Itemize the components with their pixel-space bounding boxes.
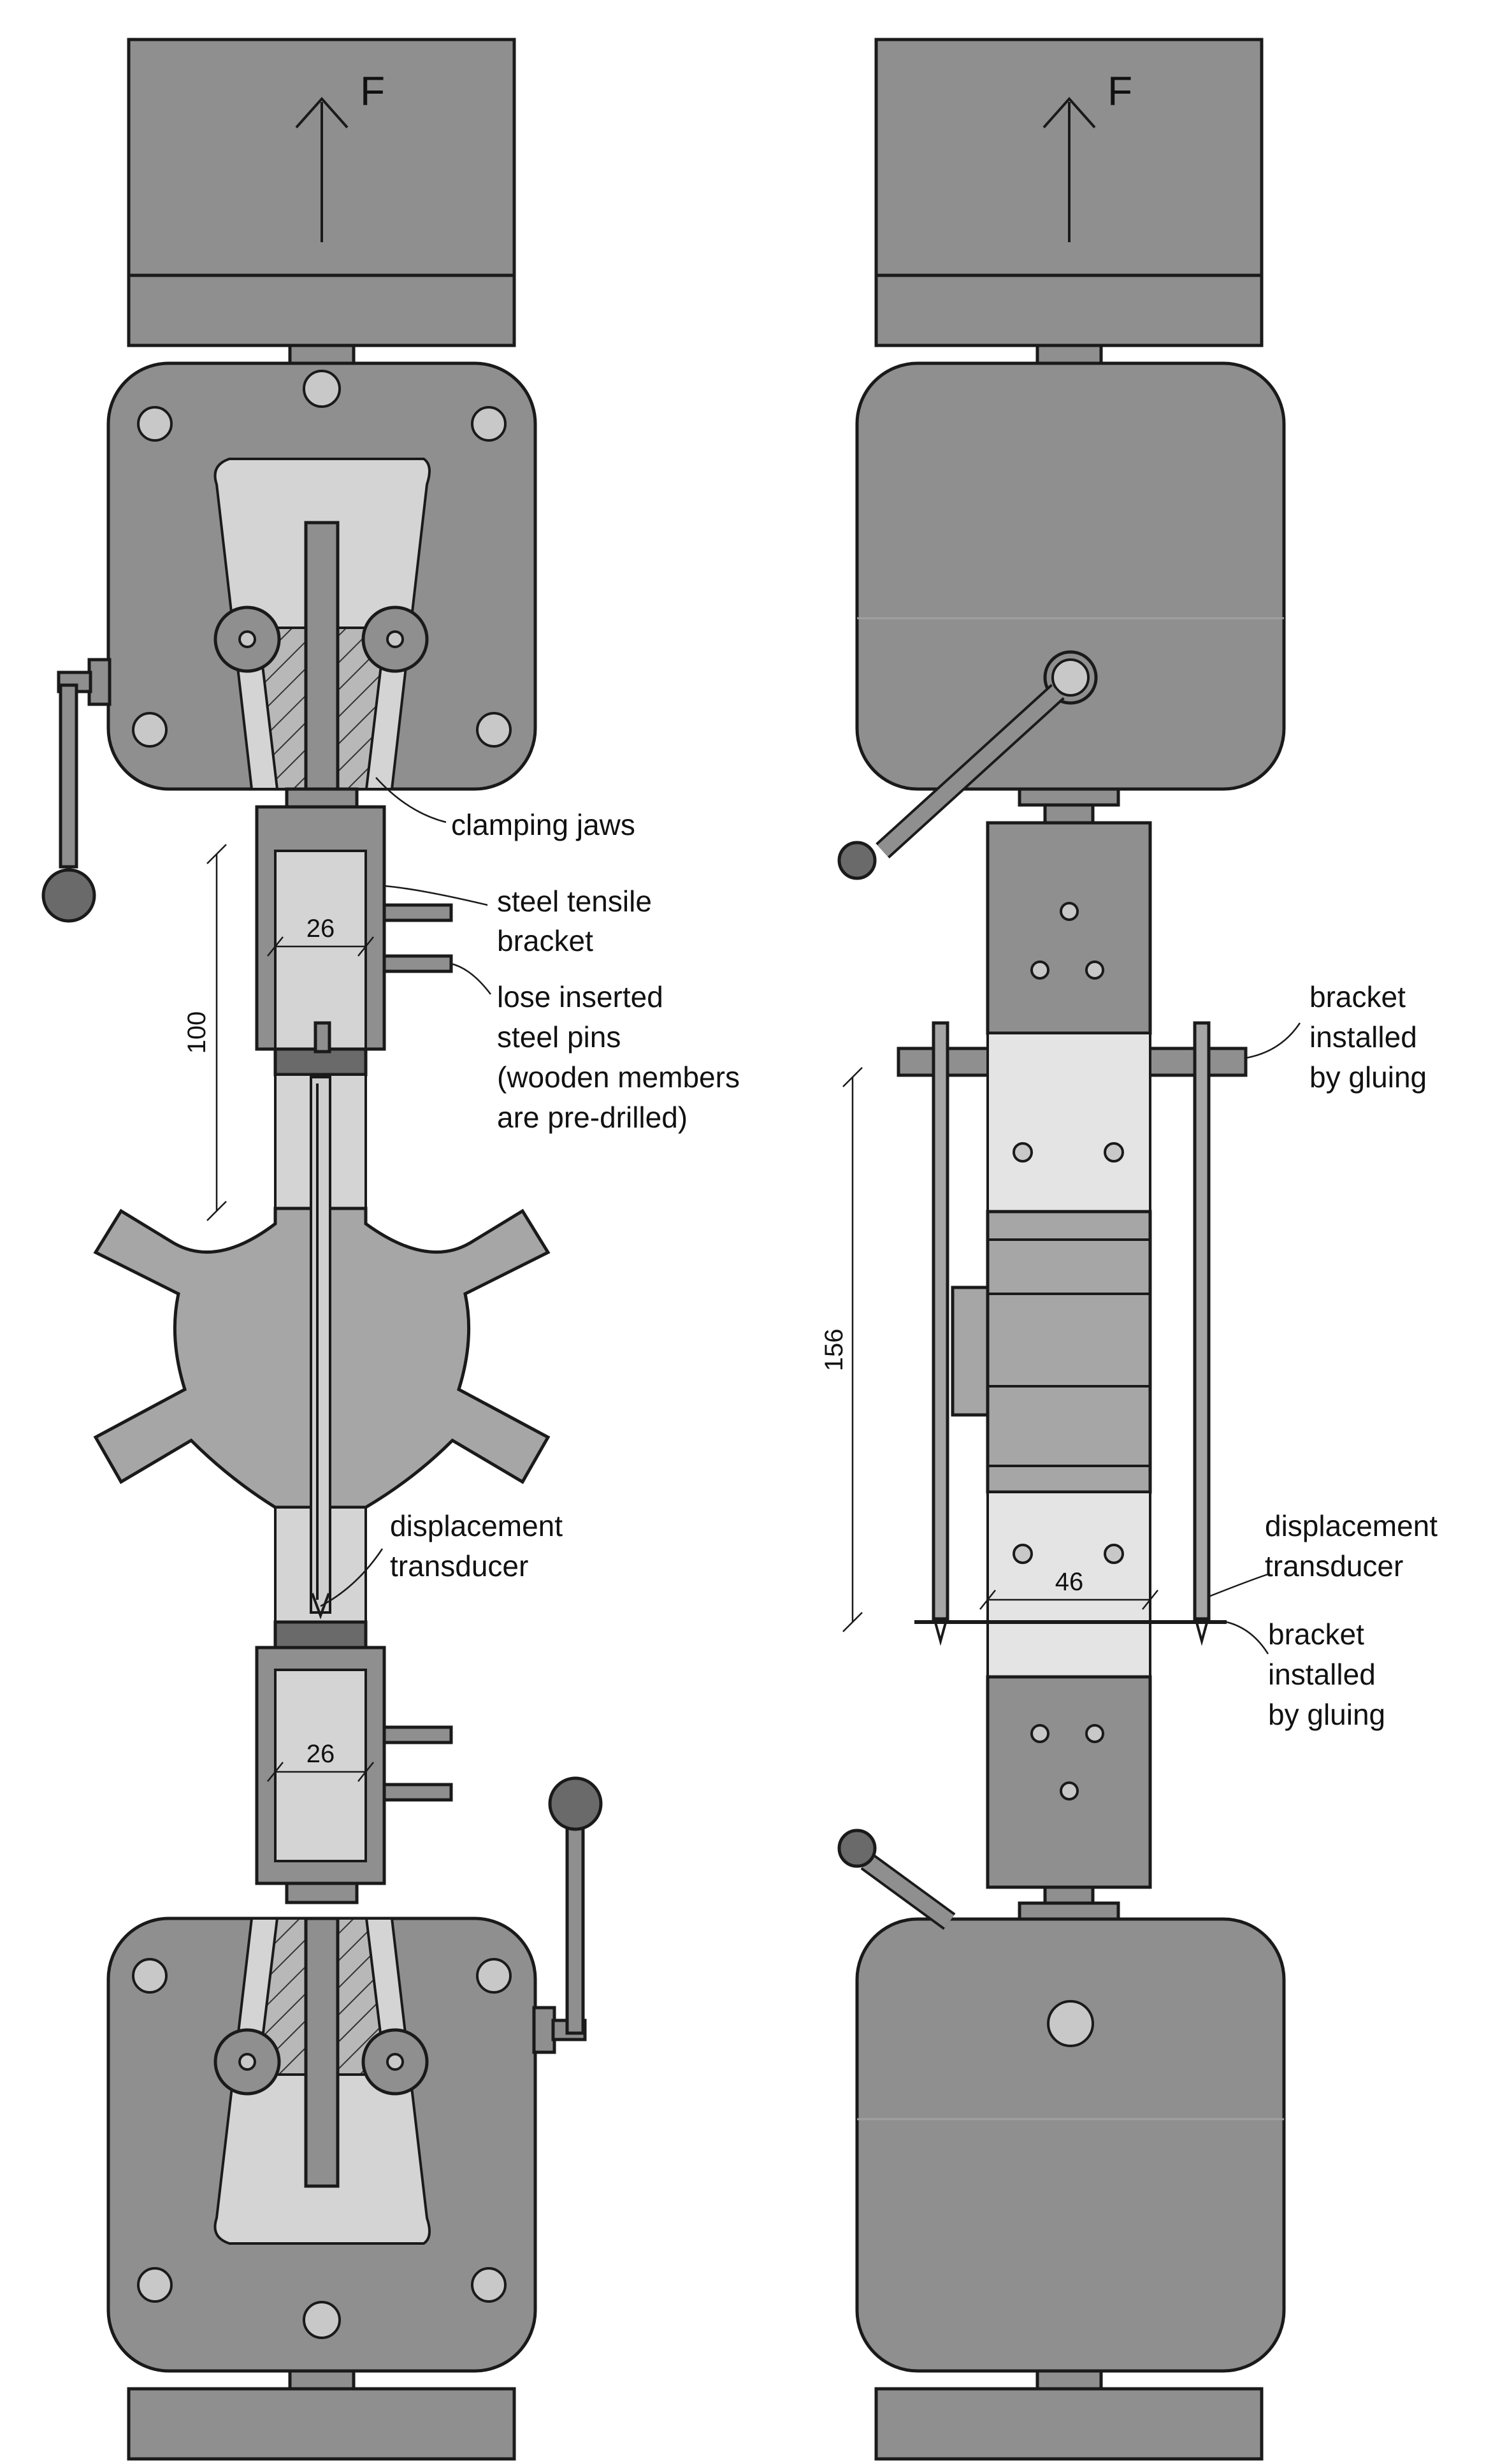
left-bottom-crosshead <box>127 2369 516 2461</box>
right-lower-block <box>986 1675 1152 1921</box>
label-steel-tensile-bracket-2: bracket <box>497 924 593 957</box>
dimension-26-top: 26 <box>267 915 374 957</box>
right-bottom-crosshead <box>874 2369 1264 2461</box>
left-top-clamp-head <box>41 361 537 923</box>
right-wooden-member <box>951 1032 1152 1678</box>
label-lose-pins-2: steel pins <box>497 1020 621 1054</box>
force-label-right: F <box>1107 68 1132 114</box>
right-upper-block <box>986 821 1152 1035</box>
right-top-crosshead: F <box>874 38 1264 365</box>
label-lose-pins-3: (wooden members <box>497 1061 740 1094</box>
label-bracket-gluing-top-2: installed <box>1309 1020 1417 1054</box>
label-displacement-transducer-right-1: displacement <box>1265 1509 1438 1542</box>
label-bracket-gluing-top-3: by gluing <box>1309 1061 1427 1094</box>
svg-text:46: 46 <box>1055 1568 1084 1596</box>
label-bracket-gluing-bottom-2: installed <box>1268 1658 1376 1691</box>
right-bottom-clamp-head <box>837 1829 1286 2373</box>
dimension-26-bottom: 26 <box>267 1740 374 1782</box>
force-label: F <box>360 68 385 114</box>
right-view: F <box>820 38 1438 2461</box>
label-lose-pins-1: lose inserted <box>497 980 663 1013</box>
left-top-crosshead: F <box>127 38 516 365</box>
svg-text:100: 100 <box>183 1011 211 1054</box>
label-bracket-gluing-top-1: bracket <box>1309 980 1406 1013</box>
label-displacement-transducer-left-2: transducer <box>390 1549 528 1583</box>
left-bottom-clamp-head <box>106 1776 603 2373</box>
right-top-clamp-head <box>837 361 1286 880</box>
svg-text:156: 156 <box>820 1329 848 1372</box>
label-displacement-transducer-left-1: displacement <box>390 1509 563 1542</box>
left-bottom-steel-bracket <box>255 1646 453 1904</box>
label-clamping-jaws: clamping jaws <box>451 808 635 841</box>
left-cross-specimen <box>93 1073 551 1649</box>
left-view: F <box>41 38 740 2461</box>
svg-text:26: 26 <box>306 1740 335 1768</box>
label-bracket-gluing-bottom-1: bracket <box>1268 1618 1364 1651</box>
dimension-46: 46 <box>979 1568 1158 1610</box>
label-bracket-gluing-bottom-3: by gluing <box>1268 1698 1385 1731</box>
dimension-100: 100 <box>183 844 227 1221</box>
label-lose-pins-4: are pre-drilled) <box>497 1101 688 1134</box>
svg-text:26: 26 <box>306 915 335 943</box>
label-displacement-transducer-right-2: transducer <box>1265 1549 1403 1583</box>
label-steel-tensile-bracket-1: steel tensile <box>497 885 652 918</box>
dimension-156: 156 <box>820 1067 863 1632</box>
left-top-steel-bracket <box>255 805 453 1076</box>
